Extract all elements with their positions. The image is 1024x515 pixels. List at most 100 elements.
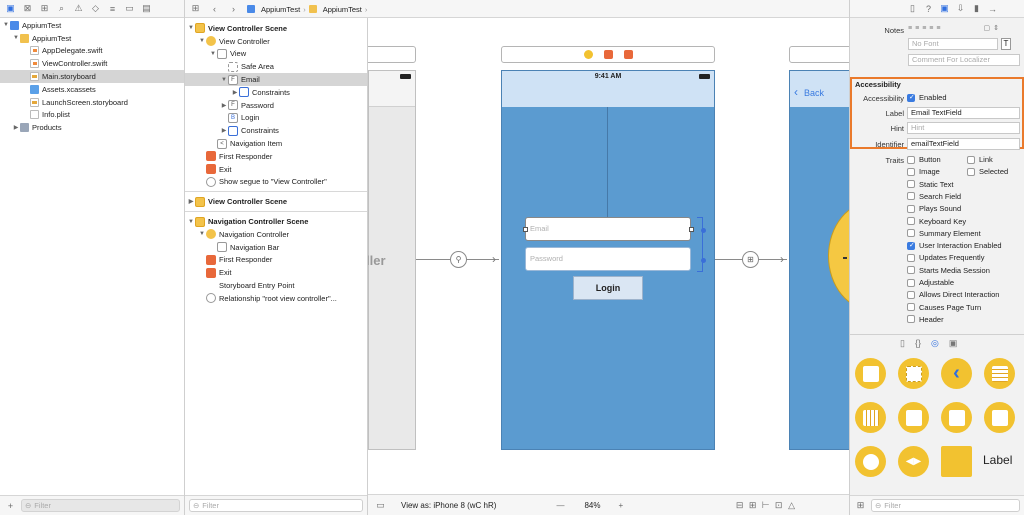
align-icon[interactable]: ⊢ <box>761 499 770 510</box>
checkbox-icon[interactable] <box>907 241 915 250</box>
view-controller-object-icon[interactable] <box>855 358 886 389</box>
checkbox-icon[interactable] <box>967 167 975 176</box>
outline-item[interactable]: Show segue to "View Controller" <box>185 176 367 189</box>
show-segue-icon[interactable]: ⊞ <box>742 251 759 268</box>
forward-arrow-icon[interactable]: › <box>232 3 235 14</box>
outline-item[interactable]: <Navigation Item <box>185 137 367 150</box>
checkbox-icon[interactable] <box>967 155 975 164</box>
trait-checkbox[interactable]: Adjustable <box>907 278 954 287</box>
outline-item[interactable]: ▼Navigation Controller Scene <box>185 215 367 228</box>
resize-handle-right[interactable] <box>689 227 694 232</box>
outline-item[interactable]: ▶Constraints <box>185 124 367 137</box>
disclosure-triangle-icon[interactable]: ▶ <box>232 89 238 96</box>
back-chevron-icon[interactable]: ‹ <box>794 85 798 99</box>
trait-checkbox[interactable]: Link <box>967 155 993 164</box>
checkbox-icon[interactable] <box>907 155 915 164</box>
outline-item[interactable]: First Responder <box>185 150 367 163</box>
connections-inspector-icon[interactable]: → <box>988 3 997 14</box>
outline-filter-input[interactable]: ⊖ Filter <box>189 499 363 512</box>
checkbox-icon[interactable] <box>907 93 915 102</box>
outline-item[interactable]: ▼View Controller <box>185 35 367 48</box>
align-left-icon[interactable]: ≡ <box>908 24 913 32</box>
trait-checkbox[interactable]: Header <box>907 315 944 324</box>
left-scene-header[interactable] <box>368 46 416 63</box>
navigator-item[interactable]: Assets.xcassets <box>0 83 184 96</box>
zoom-out-button[interactable]: — <box>556 500 565 510</box>
checkbox-icon[interactable] <box>907 167 915 176</box>
outline-item[interactable]: Navigation Bar <box>185 241 367 254</box>
add-icon[interactable]: + <box>7 500 14 511</box>
view-controller-icon[interactable] <box>584 50 593 59</box>
breadcrumb-item[interactable]: AppiumTest <box>261 4 301 14</box>
exit-icon[interactable] <box>624 50 633 59</box>
disclosure-triangle-icon[interactable]: ▶ <box>188 199 194 206</box>
find-navigator-icon[interactable]: ⌕ <box>58 3 65 13</box>
navigation-controller-object-icon[interactable]: ‹ <box>941 358 972 389</box>
pin-icon[interactable]: ⊡ <box>774 499 783 510</box>
page-view-controller-object-icon[interactable] <box>984 402 1015 433</box>
tab-bar-controller-object-icon[interactable] <box>898 402 929 433</box>
folder-navigator-icon[interactable]: ▣ <box>6 3 15 13</box>
color-well-icon[interactable]: ▢ <box>983 25 991 32</box>
navigator-item[interactable]: ▶Products <box>0 121 184 134</box>
login-button[interactable]: Login <box>573 276 643 300</box>
accessibility-enabled-checkbox[interactable]: Enabled <box>907 93 947 102</box>
checkbox-icon[interactable] <box>907 192 915 201</box>
file-inspector-icon[interactable]: ▯ <box>910 3 915 13</box>
trait-checkbox[interactable]: Button <box>907 155 941 164</box>
storyboard-canvas[interactable]: ller ⚲ › 9:41 AM Email Password Login <box>368 0 849 515</box>
quick-help-icon[interactable]: ? <box>925 3 931 14</box>
right-scene-header[interactable] <box>789 46 849 63</box>
disclosure-triangle-icon[interactable]: ▶ <box>221 102 227 109</box>
test-navigator-icon[interactable]: ◇ <box>92 3 99 13</box>
disclosure-triangle-icon[interactable]: ▼ <box>210 50 216 57</box>
push-segue-icon[interactable]: ⚲ <box>450 251 467 268</box>
disclosure-triangle-icon[interactable]: ▶ <box>221 128 227 135</box>
media-library-icon[interactable]: ▣ <box>948 338 958 348</box>
outline-item[interactable]: First Responder <box>185 254 367 267</box>
checkbox-icon[interactable] <box>907 204 915 213</box>
view-as-device[interactable]: View as: iPhone 8 (wC hR) <box>401 500 497 510</box>
checkbox-icon[interactable] <box>907 278 915 287</box>
outline-item[interactable]: ▶View Controller Scene <box>185 195 367 208</box>
navigator-filter-input[interactable]: ⊖ Filter <box>21 499 180 512</box>
email-textfield[interactable]: Email <box>525 217 691 241</box>
navigator-item[interactable]: LaunchScreen.storyboard <box>0 96 184 109</box>
toggle-outline-icon[interactable]: ▭ <box>376 499 385 510</box>
disclosure-triangle-icon[interactable]: ▼ <box>13 35 19 42</box>
trait-checkbox[interactable]: Updates Frequently <box>907 253 984 262</box>
checkbox-icon[interactable] <box>907 303 915 312</box>
stepper-icon[interactable]: ⇕ <box>993 25 999 32</box>
outline-item[interactable]: ▼View Controller Scene <box>185 22 367 35</box>
checkbox-icon[interactable] <box>907 315 915 324</box>
left-scene-screen[interactable]: ller <box>368 70 416 450</box>
trait-checkbox[interactable]: Search Field <box>907 192 961 201</box>
align-center-icon[interactable]: ≡ <box>915 24 920 32</box>
split-view-controller-object-icon[interactable] <box>941 402 972 433</box>
navigator-item[interactable]: Main.storyboard <box>0 70 184 83</box>
trait-checkbox[interactable]: Plays Sound <box>907 204 961 213</box>
object-library-icon[interactable]: ◎ <box>930 338 939 348</box>
size-inspector-icon[interactable]: ▮ <box>974 3 979 13</box>
trait-checkbox[interactable]: Causes Page Turn <box>907 303 981 312</box>
related-items-icon[interactable]: ⊞ <box>191 3 200 13</box>
glkit-view-controller-object-icon[interactable] <box>855 446 886 477</box>
trait-checkbox[interactable]: Allows Direct Interaction <box>907 290 999 299</box>
justify-icon[interactable]: ≡ <box>929 24 934 32</box>
navigator-item[interactable]: ViewController.swift <box>0 57 184 70</box>
library-filter-input[interactable]: ⊖ Filter <box>871 499 1020 512</box>
localizer-comment-field[interactable]: Comment For Localizer <box>908 54 1020 66</box>
disclosure-triangle-icon[interactable]: ▼ <box>3 22 9 29</box>
checkbox-icon[interactable] <box>907 266 915 275</box>
breakpoint-navigator-icon[interactable]: ▭ <box>125 3 134 13</box>
accessibility-label-field[interactable]: Email TextField <box>907 107 1020 119</box>
trait-checkbox[interactable]: Static Text <box>907 180 953 189</box>
trait-checkbox[interactable]: Selected <box>967 167 1008 176</box>
password-textfield[interactable]: Password <box>525 247 691 271</box>
navigator-item[interactable]: AppDelegate.swift <box>0 45 184 58</box>
grid-view-icon[interactable]: ⊞ <box>856 500 865 510</box>
natural-align-icon[interactable]: ≡ <box>936 24 941 32</box>
outline-item[interactable]: ▼Navigation Controller <box>185 228 367 241</box>
